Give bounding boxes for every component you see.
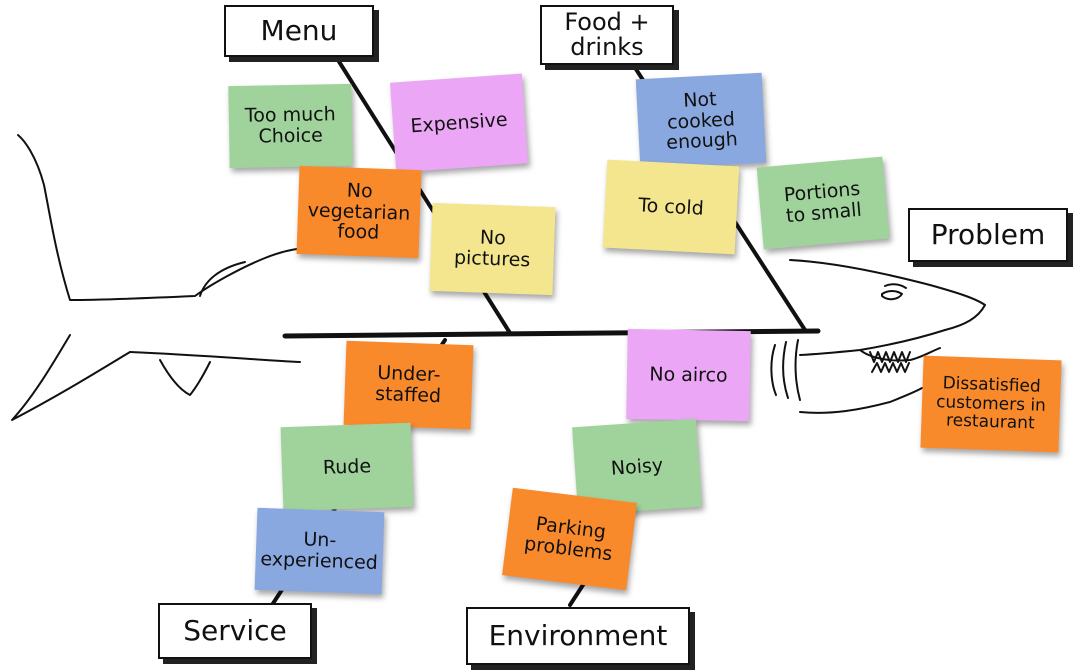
note-unexperienced-text: Un- experienced <box>260 528 379 575</box>
note-to-cold: To cold <box>602 159 740 255</box>
shark-tail-outline <box>17 134 311 301</box>
note-noisy-text: Noisy <box>610 453 664 480</box>
category-food-drinks-label: Food + drinks <box>564 7 650 61</box>
category-menu-label: Menu <box>260 14 338 48</box>
note-no-airco: No airco <box>626 328 751 422</box>
category-environment: Environment <box>466 607 690 665</box>
note-expensive: Expensive <box>390 73 528 173</box>
note-no-pictures: No pictures <box>429 202 556 296</box>
shark-teeth <box>869 351 911 373</box>
note-no-vegetarian-food: No vegetarian food <box>296 165 422 259</box>
note-understaffed-text: Under- staffed <box>374 362 442 408</box>
note-too-much-choice: Too much Choice <box>228 83 353 169</box>
shark-eye <box>881 283 907 301</box>
note-parking-problems: Parking problems <box>502 487 637 591</box>
category-problem: Problem <box>908 208 1068 262</box>
category-problem-label: Problem <box>930 218 1046 252</box>
note-too-much-choice-text: Too much Choice <box>244 103 336 148</box>
note-dissatisfied-customers-text: Dissatisfied customers in restaurant <box>935 373 1047 434</box>
dorsal-fin-outline <box>199 261 246 297</box>
note-no-vegetarian-food-text: No vegetarian food <box>307 179 411 245</box>
note-understaffed: Under- staffed <box>343 340 474 430</box>
note-to-cold-text: To cold <box>637 193 705 220</box>
note-portions-to-small: Portions to small <box>756 156 890 250</box>
note-rude: Rude <box>280 422 414 512</box>
note-portions-to-small-text: Portions to small <box>782 177 863 228</box>
category-service: Service <box>158 603 312 659</box>
shark-belly-outline <box>129 351 301 363</box>
shark-back-outline <box>789 259 986 331</box>
note-no-airco-text: No airco <box>649 362 728 387</box>
note-not-cooked-enough: Not cooked enough <box>635 72 767 170</box>
gill-slits <box>770 339 801 401</box>
note-rude-text: Rude <box>322 454 372 479</box>
category-service-label: Service <box>183 614 287 648</box>
note-unexperienced: Un- experienced <box>254 507 385 595</box>
category-menu: Menu <box>224 5 374 57</box>
note-expensive-text: Expensive <box>409 108 509 137</box>
note-parking-problems-text: Parking problems <box>523 512 614 566</box>
category-environment-label: Environment <box>488 619 668 653</box>
note-no-pictures-text: No pictures <box>453 226 531 272</box>
tail-lower-outline <box>11 334 131 421</box>
pelvic-fin-outline <box>159 359 211 396</box>
note-dissatisfied-customers: Dissatisfied customers in restaurant <box>920 355 1062 453</box>
note-not-cooked-enough-text: Not cooked enough <box>665 87 739 155</box>
category-food-drinks: Food + drinks <box>540 5 674 65</box>
